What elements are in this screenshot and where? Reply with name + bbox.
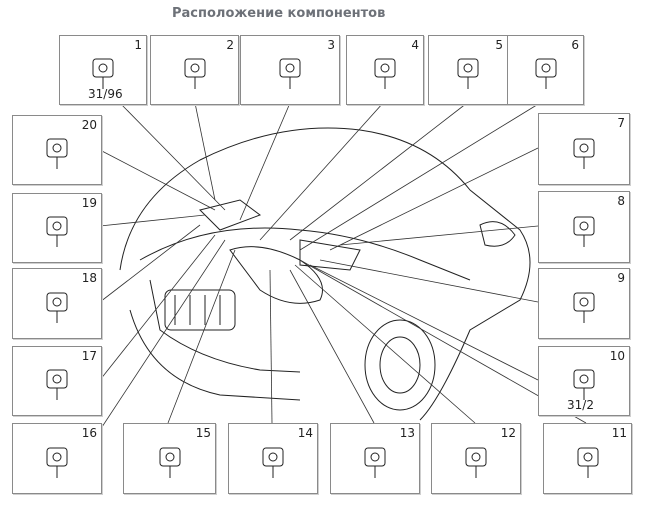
component-part-icon (46, 138, 68, 170)
component-box-9: 9 (538, 268, 630, 339)
component-number: 18 (81, 271, 97, 285)
component-number: 7 (617, 116, 625, 130)
component-part-icon (46, 447, 68, 478)
component-number: 15 (195, 426, 211, 440)
component-box-18: 18 (12, 268, 102, 339)
connector-reference: 31/2 (567, 398, 594, 412)
component-part-icon (184, 58, 205, 90)
component-box-1: 1 31/96 (59, 35, 147, 105)
component-part-icon (535, 58, 556, 90)
component-box-5: 5 (428, 35, 508, 105)
component-part-icon (573, 216, 595, 247)
component-box-17: 17 (12, 346, 102, 416)
component-box-8: 8 (538, 191, 630, 263)
component-part-icon (573, 292, 595, 323)
diagram-title: Расположение компонентов (172, 6, 386, 21)
component-part-icon (465, 447, 487, 478)
component-part-icon (577, 447, 598, 478)
component-number: 8 (617, 194, 625, 208)
component-part-icon (92, 58, 114, 90)
component-number: 17 (81, 349, 97, 363)
component-part-icon (374, 58, 396, 90)
component-part-icon (262, 447, 284, 478)
component-part-icon (279, 58, 301, 90)
component-box-14: 14 (228, 423, 318, 494)
component-number: 19 (81, 196, 97, 210)
component-box-13: 13 (330, 423, 420, 494)
component-box-3: 3 (240, 35, 340, 105)
component-part-icon (364, 447, 386, 478)
component-part-icon (46, 216, 68, 248)
component-number: 5 (495, 38, 503, 52)
component-box-4: 4 (346, 35, 424, 105)
component-box-11: 11 (543, 423, 632, 494)
component-part-icon (573, 138, 595, 169)
component-part-icon (159, 447, 180, 478)
component-number: 11 (611, 426, 627, 440)
connector-reference: 31/96 (88, 87, 123, 101)
component-part-icon (573, 369, 595, 401)
component-box-10: 10 31/2 (538, 346, 630, 416)
component-box-20: 20 (12, 115, 102, 185)
component-number: 12 (500, 426, 516, 440)
component-number: 13 (399, 426, 415, 440)
component-box-7: 7 (538, 113, 630, 185)
component-box-2: 2 (150, 35, 239, 105)
component-number: 4 (411, 38, 419, 52)
component-box-15: 15 (123, 423, 216, 494)
component-part-icon (46, 292, 68, 323)
component-part-icon (457, 58, 479, 90)
component-number: 3 (327, 38, 335, 52)
component-number: 1 (134, 38, 142, 52)
component-box-12: 12 (431, 423, 521, 494)
component-number: 9 (617, 271, 625, 285)
component-box-19: 19 (12, 193, 102, 263)
component-number: 20 (81, 118, 97, 132)
component-box-6: 6 (507, 35, 584, 105)
component-part-icon (46, 369, 68, 401)
component-number: 2 (226, 38, 234, 52)
component-number: 14 (297, 426, 313, 440)
component-number: 10 (609, 349, 625, 363)
component-number: 16 (81, 426, 97, 440)
component-box-16: 16 (12, 423, 102, 494)
component-number: 6 (571, 38, 579, 52)
